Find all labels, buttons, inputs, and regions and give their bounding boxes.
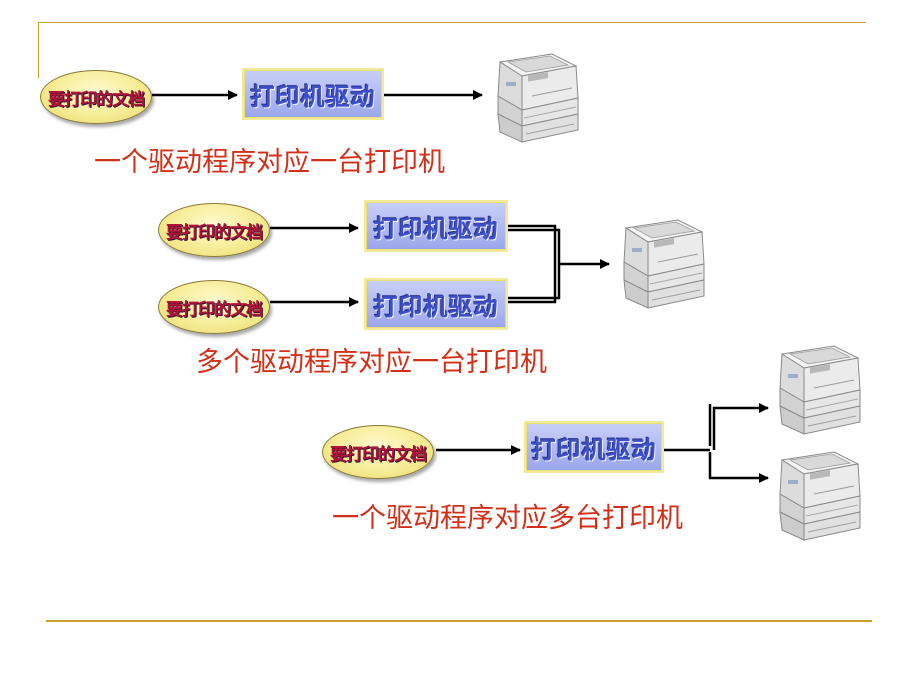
frame-left-line xyxy=(38,22,39,78)
split-branch-top xyxy=(712,403,769,450)
caption-case-2: 多个驱动程序对应一台打印机 xyxy=(196,347,547,378)
driver-node-2b: 打印机驱动 xyxy=(366,280,506,328)
merge-bracket xyxy=(506,224,557,304)
caption-case-1: 一个驱动程序对应一台打印机 xyxy=(94,147,445,178)
driver-node-1: 打印机驱动 xyxy=(244,70,382,118)
driver-label: 打印机驱动 xyxy=(531,435,657,464)
printer-icon xyxy=(774,450,864,542)
frame-top-line xyxy=(38,22,866,23)
frame-bottom-line xyxy=(46,620,872,622)
driver-label: 打印机驱动 xyxy=(250,82,376,111)
driver-label: 打印机驱动 xyxy=(373,214,499,243)
document-label: 要打印的文档 xyxy=(330,444,427,465)
document-node-2a: 要打印的文档 xyxy=(158,203,270,257)
document-node-3: 要打印的文档 xyxy=(322,425,434,479)
document-label: 要打印的文档 xyxy=(166,222,263,243)
printer-icon xyxy=(492,52,582,144)
split-branch-bottom xyxy=(708,452,769,483)
document-label: 要打印的文档 xyxy=(48,89,145,110)
driver-label: 打印机驱动 xyxy=(373,292,499,321)
caption-case-3: 一个驱动程序对应多台打印机 xyxy=(332,503,683,534)
printer-icon xyxy=(774,344,864,436)
merge-bracket-inner xyxy=(506,228,561,300)
document-node-1: 要打印的文档 xyxy=(40,70,152,124)
driver-node-2a: 打印机驱动 xyxy=(366,202,506,250)
driver-node-3: 打印机驱动 xyxy=(526,423,662,471)
printer-icon xyxy=(618,218,708,310)
document-label: 要打印的文档 xyxy=(166,299,263,320)
document-node-2b: 要打印的文档 xyxy=(158,280,270,334)
